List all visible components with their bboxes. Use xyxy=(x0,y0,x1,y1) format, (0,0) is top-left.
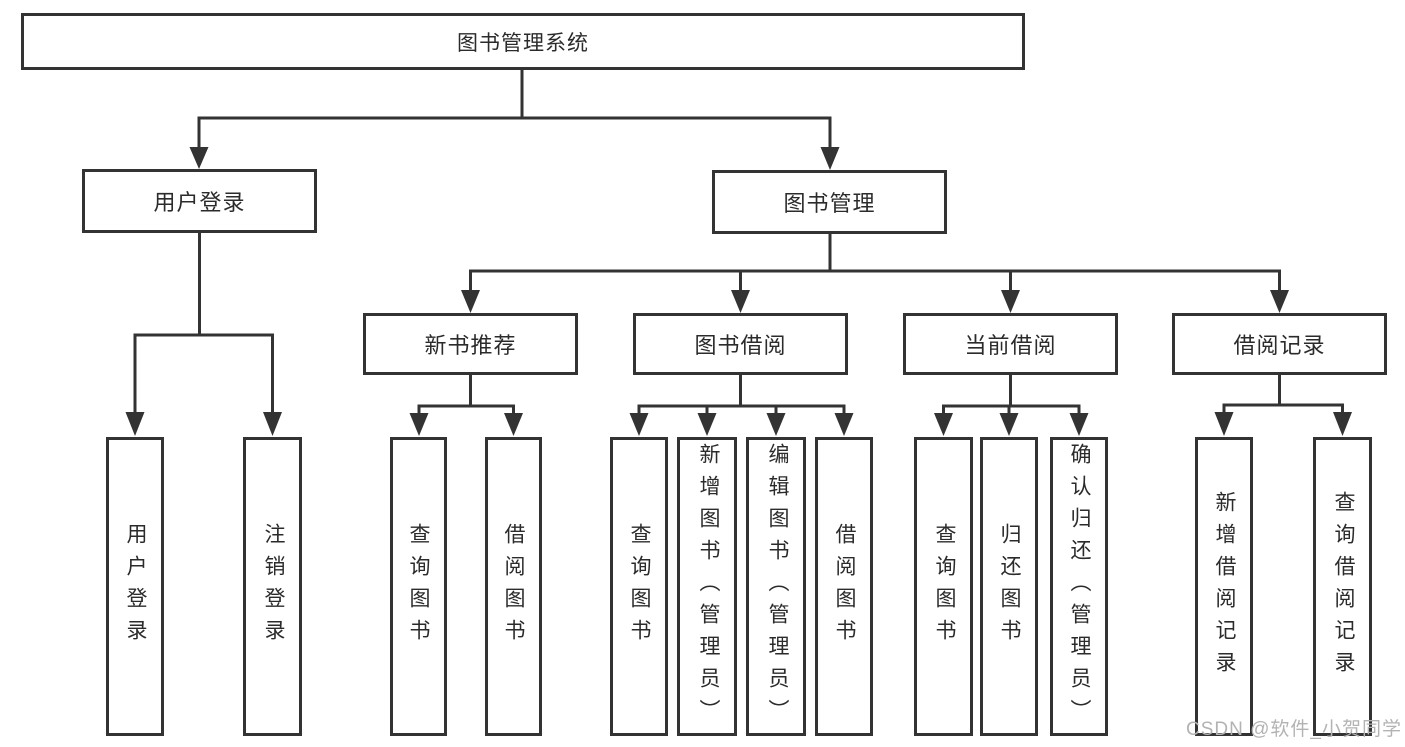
leaf-user-login: 用户登录 xyxy=(106,437,164,736)
leaf-borrow-query-books: 查询图书 xyxy=(610,437,668,736)
node-new-book-recommend: 新书推荐 xyxy=(363,313,578,375)
connector-root xyxy=(189,70,840,170)
leaf-borrow-borrow-books: 借阅图书 xyxy=(815,437,873,736)
leaf-current-query-books: 查询图书 xyxy=(914,437,973,736)
node-user-login: 用户登录 xyxy=(82,169,317,233)
leaf-borrow-edit-books-admin: 编辑图书（管理员） xyxy=(746,437,806,736)
connector-borrow-records xyxy=(1214,375,1352,436)
leaf-logout: 注销登录 xyxy=(243,437,302,736)
node-current-borrow: 当前借阅 xyxy=(903,313,1118,375)
leaf-current-return-books: 归还图书 xyxy=(980,437,1038,736)
watermark: CSDN @软件_小贺同学 xyxy=(1186,719,1402,740)
leaf-records-add-record: 新增借阅记录 xyxy=(1195,437,1253,736)
connector-user-login xyxy=(125,233,282,436)
leaf-recommend-borrow-books: 借阅图书 xyxy=(485,437,542,736)
leaf-borrow-add-books-admin: 新增图书（管理员） xyxy=(677,437,737,736)
node-library-system: 图书管理系统 xyxy=(21,13,1025,70)
node-book-borrow: 图书借阅 xyxy=(633,313,848,375)
connector-current-borrow xyxy=(934,375,1089,436)
node-borrow-records: 借阅记录 xyxy=(1172,313,1387,375)
leaf-recommend-query-books: 查询图书 xyxy=(390,437,447,736)
leaf-records-query-record: 查询借阅记录 xyxy=(1313,437,1372,736)
connector-new-book-recommend xyxy=(409,375,523,436)
leaf-current-confirm-return-admin: 确认归还（管理员） xyxy=(1050,437,1108,736)
connector-book-borrow xyxy=(629,375,854,436)
connector-book-management xyxy=(461,234,1289,313)
node-book-management: 图书管理 xyxy=(712,170,947,234)
